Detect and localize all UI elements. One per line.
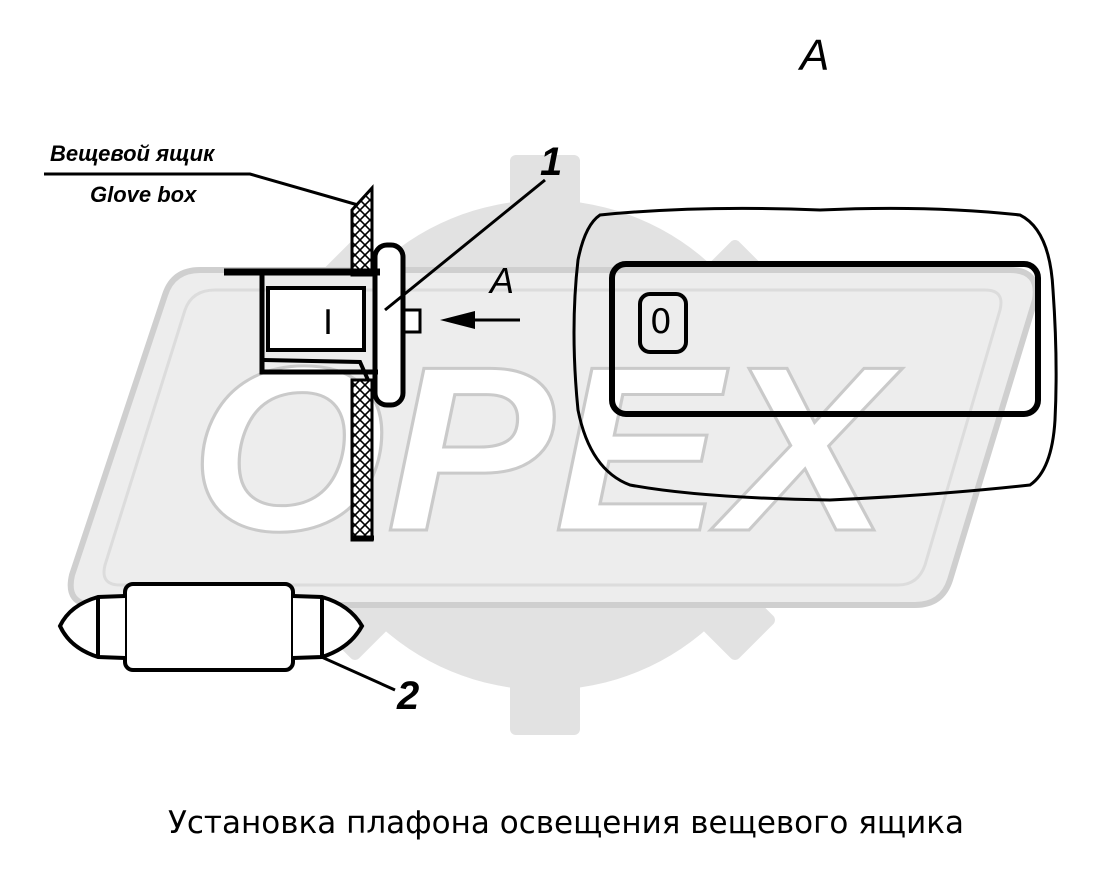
view-a-switch bbox=[638, 292, 688, 354]
lamp-housing-section bbox=[224, 242, 422, 408]
view-a-outline bbox=[572, 206, 1058, 502]
view-arrow-label: А bbox=[490, 260, 515, 301]
callout-1: 1 bbox=[540, 140, 563, 184]
callout-2: 2 bbox=[397, 674, 420, 718]
festoon-bulb bbox=[57, 582, 365, 672]
watermark-frame bbox=[67, 267, 1039, 608]
glove-box-label-ru: Вещевой ящик bbox=[50, 141, 215, 166]
switch-off-mark: 0 bbox=[650, 302, 672, 342]
view-arrow bbox=[440, 311, 520, 329]
glove-box-wall bbox=[350, 184, 374, 542]
switch-on-mark: I bbox=[323, 303, 334, 343]
watermark-text: OPEX bbox=[190, 317, 903, 580]
diagram-caption: Установка плафона освещения вещевого ящи… bbox=[168, 805, 964, 841]
glove-box-label-en: Glove box bbox=[90, 182, 197, 207]
view-a-title: А bbox=[800, 31, 830, 80]
view-a-lamp-face bbox=[572, 206, 1058, 502]
view-a-lens bbox=[609, 261, 1041, 417]
